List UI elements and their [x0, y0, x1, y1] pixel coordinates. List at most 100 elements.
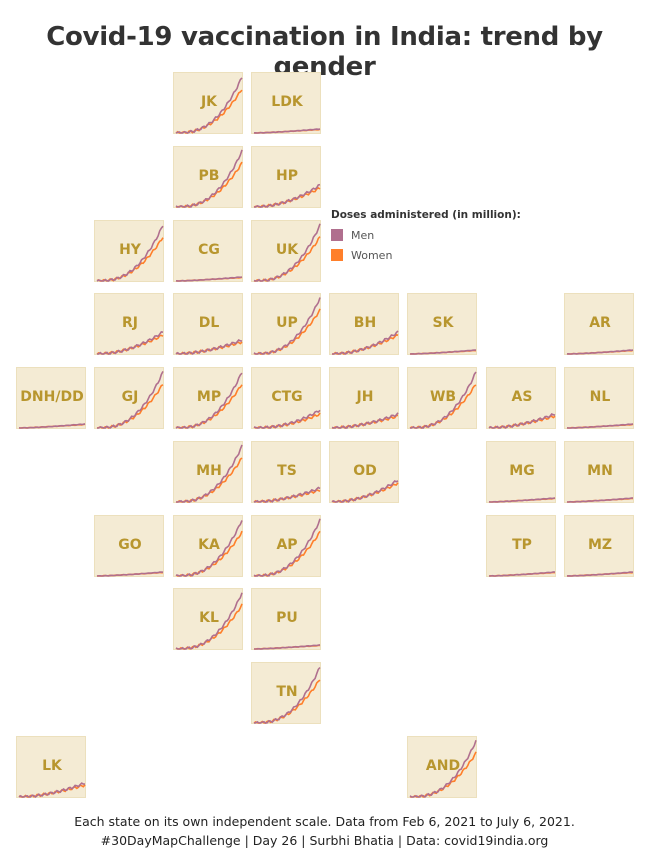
state-tile-cg[interactable]: CG	[173, 220, 243, 282]
state-label: OD	[353, 463, 377, 479]
state-tile-up[interactable]: UP	[251, 293, 321, 355]
state-tile-sk[interactable]: SK	[407, 293, 477, 355]
state-tile-tp[interactable]: TP	[486, 515, 556, 577]
men-series-line	[253, 518, 321, 577]
state-tile-rj[interactable]: RJ	[94, 293, 164, 355]
men-series-line	[176, 520, 243, 577]
trend-chart	[96, 225, 164, 282]
state-tile-mn[interactable]: MN	[564, 441, 634, 503]
state-label: HY	[119, 242, 141, 258]
state-tile-jh[interactable]: JH	[329, 367, 399, 429]
state-tile-dl[interactable]: DL	[173, 293, 243, 355]
trend-chart	[96, 571, 164, 577]
trend-chart	[175, 77, 243, 134]
men-series-line	[409, 740, 477, 799]
trend-chart	[331, 480, 399, 503]
state-label: TS	[277, 463, 297, 479]
state-tile-mh[interactable]: MH	[173, 441, 243, 503]
state-tile-kl[interactable]: KL	[173, 588, 243, 650]
men-series-line	[96, 225, 164, 282]
state-label: AP	[276, 537, 298, 553]
men-series-line	[331, 480, 399, 503]
legend-label-women: Women	[351, 248, 393, 262]
trend-chart	[175, 592, 243, 650]
state-label: PU	[276, 610, 298, 626]
men-series-line	[97, 331, 164, 355]
state-tile-as[interactable]: AS	[486, 367, 556, 429]
state-tile-wb[interactable]: WB	[407, 367, 477, 429]
men-series-line	[254, 644, 321, 650]
state-label: KL	[199, 610, 219, 626]
trend-chart	[409, 349, 477, 355]
trend-chart	[253, 666, 321, 724]
men-series-line	[18, 782, 86, 799]
state-tile-nl[interactable]: NL	[564, 367, 634, 429]
state-tile-mz[interactable]: MZ	[564, 515, 634, 577]
state-label: GO	[118, 537, 142, 553]
state-label: PB	[198, 168, 220, 184]
footer-note: Each state on its own independent scale.…	[74, 814, 575, 829]
state-label: UP	[276, 315, 298, 331]
state-tile-ctg[interactable]: CTG	[251, 367, 321, 429]
trend-chart	[566, 423, 634, 429]
legend-item-women[interactable]: Women	[331, 245, 521, 265]
state-tile-jk[interactable]: JK	[173, 72, 243, 134]
men-series-line	[176, 444, 243, 503]
men-series-line	[175, 339, 243, 355]
state-tile-go[interactable]: GO	[94, 515, 164, 577]
state-tile-and[interactable]: AND	[407, 736, 477, 799]
trend-chart	[175, 276, 243, 282]
legend-item-men[interactable]: Men	[331, 225, 521, 245]
state-tile-gj[interactable]: GJ	[94, 367, 164, 429]
men-series-line	[409, 349, 477, 355]
state-tile-uk[interactable]: UK	[251, 220, 321, 282]
state-tile-hp[interactable]: HP	[251, 146, 321, 208]
state-tile-od[interactable]: OD	[329, 441, 399, 503]
state-label: KA	[198, 537, 220, 553]
state-label: BH	[353, 315, 377, 331]
state-label: MP	[196, 389, 222, 405]
chart-title: Covid-19 vaccination in India: trend by …	[46, 22, 603, 82]
trend-chart	[253, 297, 321, 355]
trend-chart	[488, 413, 556, 429]
state-label: WB	[429, 389, 457, 405]
trend-chart	[253, 518, 321, 577]
state-label: MG	[509, 463, 535, 479]
trend-chart	[253, 486, 321, 503]
men-series-line	[566, 349, 634, 355]
women-series-line	[332, 333, 399, 355]
state-tile-ap[interactable]: AP	[251, 515, 321, 577]
state-tile-ts[interactable]: TS	[251, 441, 321, 503]
state-tile-pu[interactable]: PU	[251, 588, 321, 650]
state-tile-mp[interactable]: MP	[173, 367, 243, 429]
state-label: LDK	[271, 94, 303, 110]
state-tile-ar[interactable]: AR	[564, 293, 634, 355]
men-series-line	[566, 571, 634, 577]
state-tile-tn[interactable]: TN	[251, 662, 321, 724]
state-label: HP	[276, 168, 298, 184]
state-label: JH	[356, 389, 374, 405]
legend: Doses administered (in million): Men Wom…	[331, 209, 521, 265]
trend-chart	[96, 371, 164, 429]
state-tile-bh[interactable]: BH	[329, 293, 399, 355]
men-series-line	[331, 412, 399, 429]
women-swatch	[331, 249, 343, 261]
state-tile-hy[interactable]: HY	[94, 220, 164, 282]
state-tile-pb[interactable]: PB	[173, 146, 243, 208]
trend-chart	[566, 497, 634, 503]
state-tile-ldk[interactable]: LDK	[251, 72, 321, 134]
trend-chart	[175, 372, 243, 429]
women-series-line	[488, 415, 556, 429]
state-label: UK	[275, 242, 299, 258]
men-swatch	[331, 229, 343, 241]
trend-chart	[96, 331, 164, 355]
state-label: MN	[587, 463, 613, 479]
state-tile-lk[interactable]: LK	[16, 736, 86, 799]
state-tile-dnh-dd[interactable]: DNH/DD	[16, 367, 86, 429]
state-tile-ka[interactable]: KA	[173, 515, 243, 578]
state-tile-mg[interactable]: MG	[486, 441, 556, 503]
men-series-line	[254, 183, 321, 208]
men-series-line	[567, 497, 634, 503]
trend-chart	[488, 497, 556, 503]
